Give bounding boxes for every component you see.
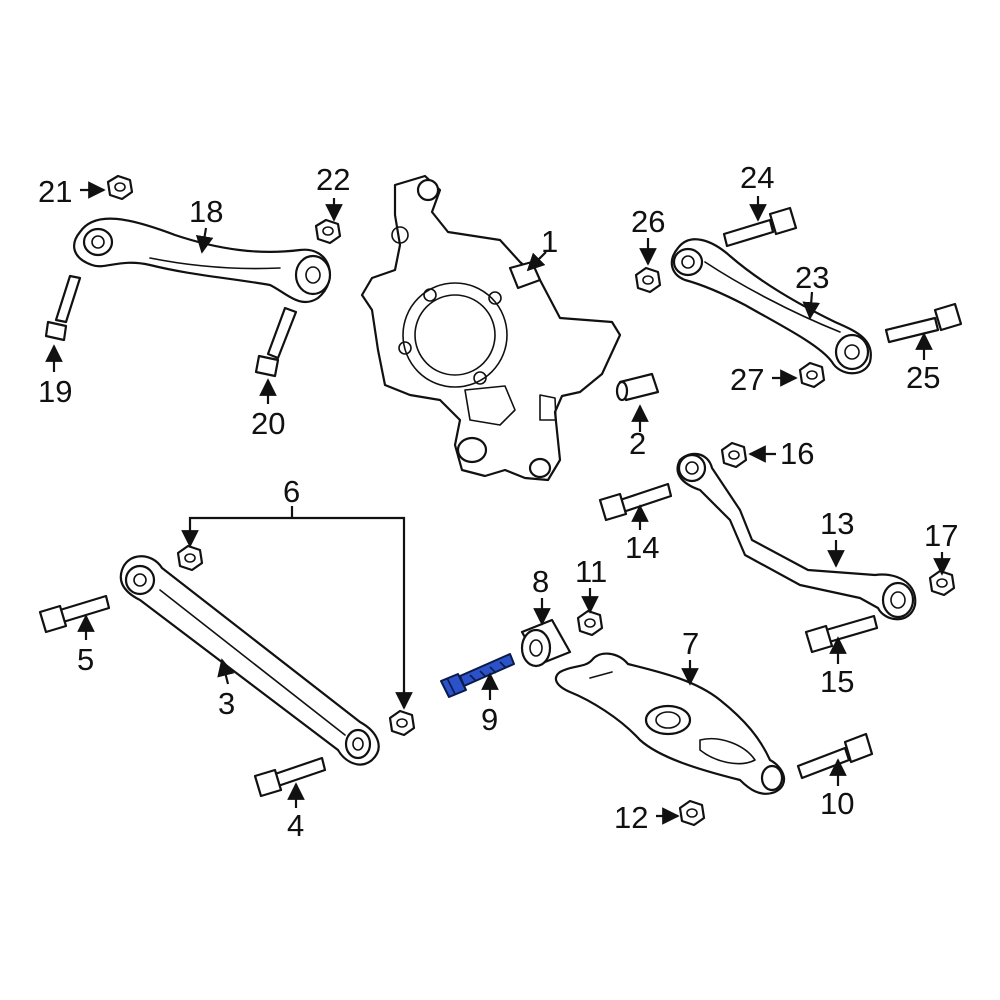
callout-24: 24 (740, 160, 774, 195)
callout-23: 23 (795, 260, 829, 295)
callout-27: 27 (730, 362, 764, 397)
callout-1: 1 (541, 224, 558, 259)
callout-12: 12 (614, 800, 648, 835)
bolt-part-4[interactable] (253, 756, 327, 798)
bolt-part-14[interactable] (598, 482, 673, 522)
bolt-part-25[interactable] (884, 302, 963, 344)
bolt-part-20[interactable] (254, 306, 298, 378)
bushing-part-8[interactable] (520, 618, 572, 668)
bolt-part-5[interactable] (38, 594, 111, 634)
callout-10: 10 (820, 786, 854, 821)
callout-4: 4 (287, 808, 304, 843)
nut-part-6-top[interactable] (176, 544, 204, 572)
callout-20: 20 (251, 406, 285, 441)
callout-8: 8 (532, 564, 549, 599)
callout-26: 26 (631, 204, 665, 239)
leader-lines (45, 181, 951, 825)
nut-part-26[interactable] (634, 266, 662, 294)
bolt-part-19[interactable] (44, 274, 82, 342)
control-arm-part-23[interactable] (670, 238, 872, 375)
knuckle-part-1[interactable] (360, 174, 622, 482)
nut-part-11[interactable] (576, 609, 604, 637)
callout-2: 2 (629, 426, 646, 461)
callout-18: 18 (189, 194, 223, 229)
nut-part-12[interactable] (678, 799, 706, 827)
lower-control-arm-part-7[interactable] (554, 652, 786, 795)
sleeve-part-2[interactable] (615, 372, 660, 402)
callout-15: 15 (820, 664, 854, 699)
nut-part-16[interactable] (720, 441, 748, 469)
nut-part-17[interactable] (928, 569, 956, 597)
toe-link-part-13[interactable] (676, 452, 917, 621)
callout-17: 17 (924, 518, 958, 553)
bolt-part-9-highlighted[interactable] (440, 653, 515, 698)
callout-16: 16 (780, 436, 814, 471)
callout-7: 7 (682, 626, 699, 661)
callout-3: 3 (218, 686, 235, 721)
bolt-part-10[interactable] (796, 732, 874, 780)
callout-9: 9 (481, 702, 498, 737)
lower-link-part-3[interactable] (119, 555, 380, 766)
nut-part-21[interactable] (106, 174, 134, 201)
callout-14: 14 (625, 530, 659, 565)
nut-part-27[interactable] (798, 361, 826, 389)
callout-19: 19 (38, 374, 72, 409)
callout-labels: 1 2 3 4 5 6 7 8 9 10 11 12 13 14 15 16 1… (38, 160, 958, 843)
callout-13: 13 (820, 506, 854, 541)
upper-control-arm-part-18[interactable] (73, 217, 332, 304)
nut-part-22[interactable] (314, 218, 342, 245)
bolt-part-15[interactable] (804, 614, 879, 654)
callout-21: 21 (38, 174, 72, 209)
callout-6: 6 (283, 474, 300, 509)
callout-11: 11 (575, 554, 607, 589)
callout-5: 5 (77, 642, 94, 677)
callout-25: 25 (906, 360, 940, 395)
nut-part-6-bottom[interactable] (388, 709, 416, 737)
bolt-part-24[interactable] (722, 206, 798, 248)
callout-22: 22 (316, 162, 350, 197)
